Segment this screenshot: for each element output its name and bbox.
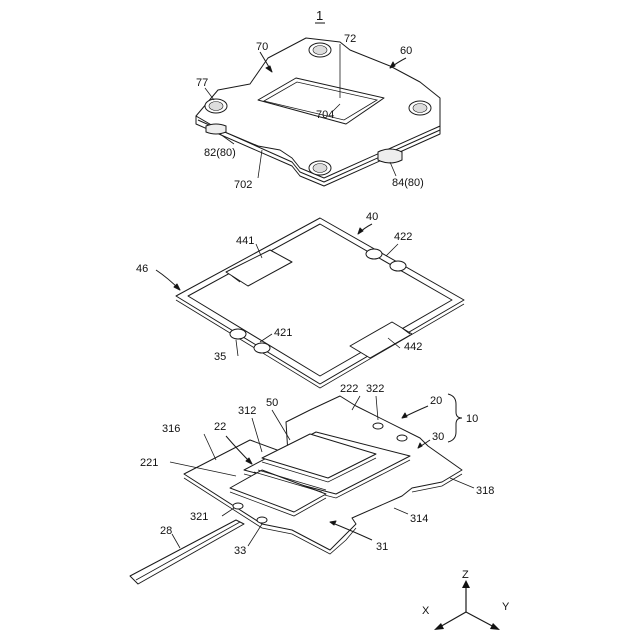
- label-35: 35: [214, 351, 226, 363]
- axis-x-label: X: [422, 605, 430, 617]
- label-77: 77: [196, 77, 208, 89]
- hole-bottom: [309, 161, 331, 175]
- frame-40: [156, 218, 464, 388]
- label-20: 20: [430, 395, 442, 407]
- hole-top: [309, 43, 331, 57]
- label-40: 40: [366, 211, 378, 223]
- label-704: 704: [316, 109, 334, 121]
- hole-33: [257, 517, 267, 523]
- label-702: 702: [234, 179, 252, 191]
- label-312: 312: [238, 405, 256, 417]
- axes-indicator: Z X Y: [422, 569, 510, 630]
- label-31: 31: [376, 541, 388, 553]
- label-22: 22: [214, 421, 226, 433]
- label-321: 321: [190, 511, 208, 523]
- label-221: 221: [140, 457, 158, 469]
- label-84-80: 84(80): [392, 177, 424, 189]
- label-30: 30: [432, 431, 444, 443]
- label-10: 10: [466, 413, 478, 425]
- label-33: 33: [234, 545, 246, 557]
- label-316: 316: [162, 423, 180, 435]
- hole-77-left: [205, 99, 227, 113]
- label-82-80: 82(80): [204, 147, 236, 159]
- label-46: 46: [136, 263, 148, 275]
- boss-84: [378, 149, 402, 163]
- label-60: 60: [400, 45, 412, 57]
- axis-z-label: Z: [462, 569, 469, 581]
- label-222: 222: [340, 383, 358, 395]
- axis-y-label: Y: [502, 601, 510, 613]
- figure-number: 1: [316, 8, 323, 23]
- label-318: 318: [476, 485, 494, 497]
- hole-321: [233, 503, 243, 509]
- hole-322b: [397, 435, 407, 441]
- label-314: 314: [410, 513, 428, 525]
- label-322: 322: [366, 383, 384, 395]
- hole-right: [409, 101, 431, 115]
- label-422: 422: [394, 231, 412, 243]
- label-70: 70: [256, 41, 268, 53]
- label-50: 50: [266, 397, 278, 409]
- brace-10: [448, 394, 462, 442]
- label-421: 421: [274, 327, 292, 339]
- boss-82: [206, 124, 226, 134]
- hole-322a: [373, 423, 383, 429]
- label-441: 441: [236, 235, 254, 247]
- label-72: 72: [344, 33, 356, 45]
- label-442: 442: [404, 341, 422, 353]
- label-28: 28: [160, 525, 172, 537]
